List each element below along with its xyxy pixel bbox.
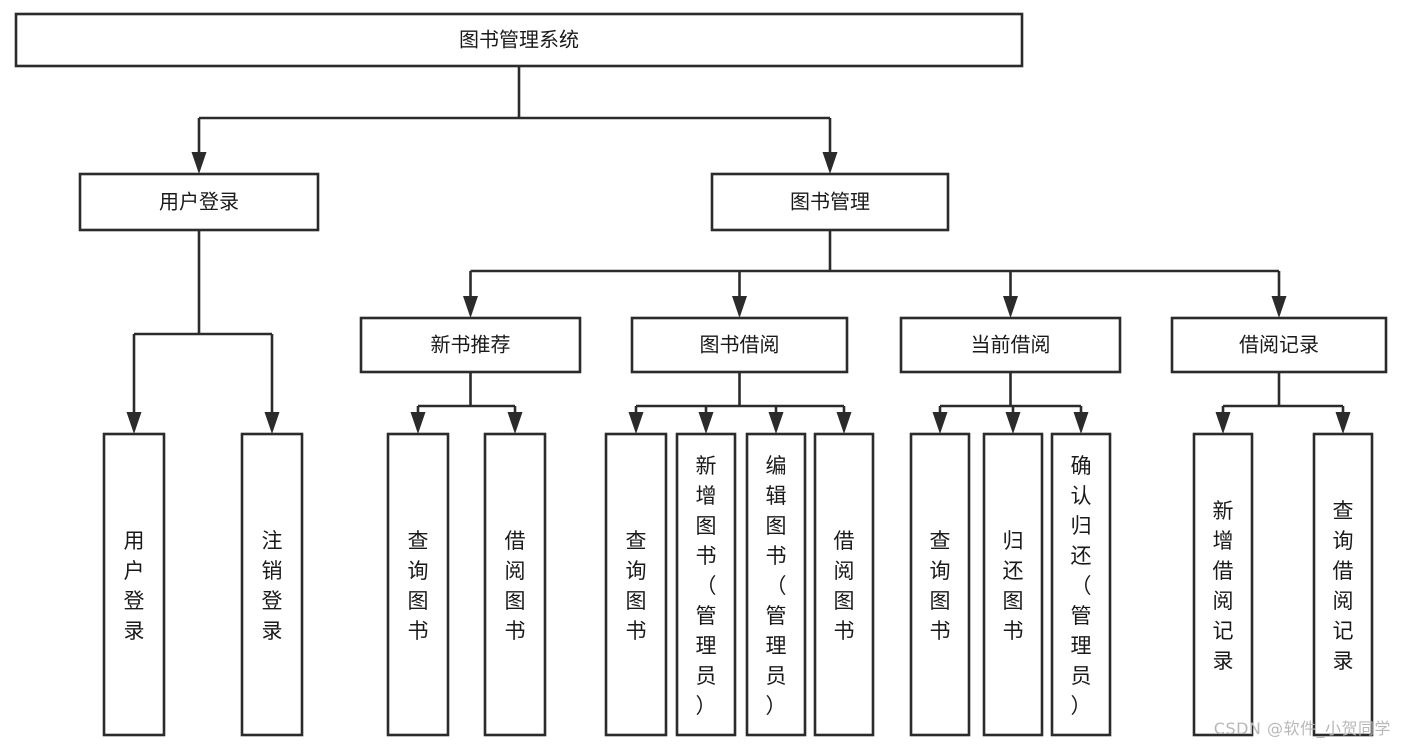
node-book-borrow[interactable]: 图书借阅 (630, 316, 849, 374)
node-label: 查询图书 (408, 529, 429, 643)
node-label: 借阅图书 (834, 529, 855, 643)
arrow-head-icon (1335, 412, 1351, 434)
node-book-manage[interactable]: 图书管理 (710, 172, 950, 232)
node-leaf-add-record[interactable]: 新增借阅记录 (1192, 432, 1254, 737)
arrow-head-icon (463, 296, 478, 318)
node-leaf-confirm-return[interactable]: 确认归还（管理员） (1050, 432, 1112, 737)
node-borrow-record[interactable]: 借阅记录 (1170, 316, 1388, 374)
arrow-head-icon (1215, 412, 1231, 434)
node-current-borrow[interactable]: 当前借阅 (899, 316, 1122, 374)
node-label: 查询图书 (626, 529, 647, 643)
arrow-head-icon (126, 412, 142, 434)
arrow-head-icon (410, 412, 426, 434)
arrow-head-icon (1005, 412, 1021, 434)
arrow-head-icon (628, 412, 644, 434)
node-root[interactable]: 图书管理系统 (14, 12, 1024, 68)
node-label: 借阅图书 (505, 529, 526, 643)
node-box[interactable] (909, 432, 971, 737)
node-label: 归还图书 (1003, 529, 1024, 643)
node-label: 当前借阅 (971, 333, 1051, 357)
node-label: 用户登录 (124, 529, 145, 643)
node-label: 编辑图书（管理员） (766, 454, 787, 718)
node-leaf-query-book-2[interactable]: 查询图书 (604, 432, 668, 737)
node-box[interactable] (359, 316, 582, 374)
node-label: 确认归还（管理员） (1071, 454, 1092, 718)
node-box[interactable] (1312, 432, 1374, 737)
node-user-login[interactable]: 用户登录 (78, 172, 320, 232)
node-box[interactable] (14, 12, 1024, 68)
node-label: 用户登录 (159, 190, 239, 214)
node-leaf-query-record[interactable]: 查询借阅记录 (1312, 432, 1374, 737)
node-box[interactable] (675, 432, 737, 737)
arrow-head-icon (191, 152, 207, 174)
node-leaf-user-logout[interactable]: 注销登录 (240, 432, 304, 737)
node-label: 查询借阅记录 (1333, 499, 1354, 673)
arrow-head-icon (836, 412, 852, 434)
node-new-book-rec[interactable]: 新书推荐 (359, 316, 582, 374)
node-box[interactable] (1192, 432, 1254, 737)
node-leaf-query-book-3[interactable]: 查询图书 (909, 432, 971, 737)
node-label: 借阅记录 (1239, 333, 1319, 357)
node-leaf-edit-book[interactable]: 编辑图书（管理员） (745, 432, 807, 737)
arrow-head-icon (768, 412, 784, 434)
node-box[interactable] (78, 172, 320, 232)
node-leaf-borrow-book-2[interactable]: 借阅图书 (813, 432, 875, 737)
arrow-head-icon (698, 412, 714, 434)
arrow-head-icon (932, 412, 948, 434)
node-leaf-user-login[interactable]: 用户登录 (102, 432, 166, 737)
nodes-layer: 图书管理系统用户登录图书管理新书推荐图书借阅当前借阅借阅记录用户登录注销登录查询… (14, 12, 1388, 737)
node-box[interactable] (1170, 316, 1388, 374)
node-label: 查询图书 (930, 529, 951, 643)
node-label: 图书管理系统 (459, 28, 579, 52)
node-label: 新增图书（管理员） (696, 454, 717, 718)
arrow-head-icon (732, 296, 747, 318)
arrow-head-icon (264, 412, 280, 434)
node-leaf-add-book[interactable]: 新增图书（管理员） (675, 432, 737, 737)
arrow-head-icon (822, 152, 838, 174)
node-label: 注销登录 (262, 529, 283, 643)
arrow-head-icon (1003, 296, 1018, 318)
node-box[interactable] (899, 316, 1122, 374)
node-label: 图书借阅 (700, 333, 780, 357)
node-box[interactable] (604, 432, 668, 737)
node-leaf-borrow-book-1[interactable]: 借阅图书 (483, 432, 547, 737)
node-box[interactable] (240, 432, 304, 737)
arrow-head-icon (1073, 412, 1089, 434)
node-box[interactable] (1050, 432, 1112, 737)
node-leaf-query-book-1[interactable]: 查询图书 (386, 432, 450, 737)
arrow-head-icon (1271, 296, 1287, 318)
node-box[interactable] (710, 172, 950, 232)
node-box[interactable] (386, 432, 450, 737)
node-box[interactable] (102, 432, 166, 737)
node-box[interactable] (813, 432, 875, 737)
node-label: 图书管理 (790, 190, 870, 214)
node-box[interactable] (483, 432, 547, 737)
edges-layer (126, 66, 1351, 434)
node-leaf-return-book[interactable]: 归还图书 (982, 432, 1044, 737)
node-box[interactable] (982, 432, 1044, 737)
node-box[interactable] (745, 432, 807, 737)
arrow-head-icon (507, 412, 523, 434)
node-box[interactable] (630, 316, 849, 374)
node-label: 新书推荐 (431, 333, 511, 357)
node-label: 新增借阅记录 (1213, 499, 1234, 673)
